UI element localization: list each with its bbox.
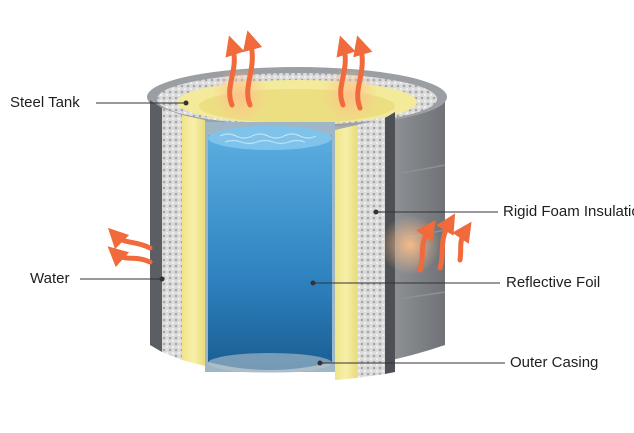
heat-wave-arrow-icon xyxy=(107,30,472,273)
water-bottom xyxy=(208,353,332,373)
foil-right-wall xyxy=(357,118,385,378)
label-water: Water xyxy=(30,270,70,287)
label-rigid-foam-insulation: Rigid Foam Insulation xyxy=(503,203,634,220)
leader-lines xyxy=(80,100,505,366)
label-outer-casing: Outer Casing xyxy=(510,354,599,371)
foil-left-wall xyxy=(162,108,182,360)
foam-right-wall xyxy=(335,125,357,380)
water-body xyxy=(208,135,332,370)
water-surface xyxy=(208,126,332,150)
foam-left-wall xyxy=(182,115,205,366)
label-steel-tank: Steel Tank xyxy=(10,94,80,111)
label-reflective-foil: Reflective Foil xyxy=(506,274,601,291)
casing-left-wall xyxy=(150,100,162,352)
